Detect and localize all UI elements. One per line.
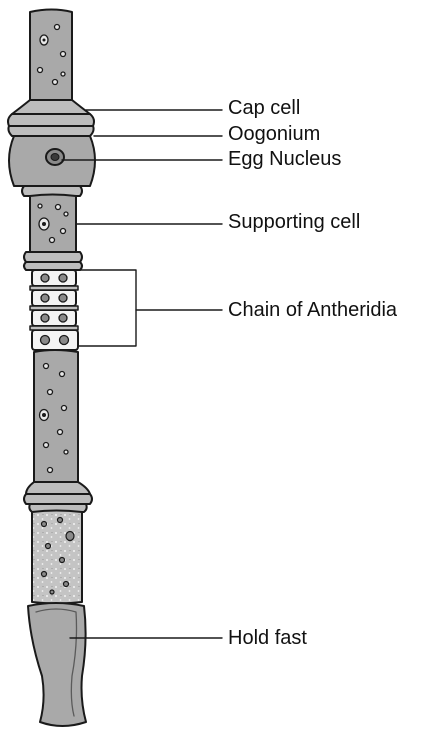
top-vegetative-cell [30,10,72,103]
label-oogonium: Oogonium [228,124,320,144]
middle-vegetative-cell [34,350,78,484]
lower-vegetative-cell [32,511,82,604]
cap-cell [8,100,94,136]
label-egg-nucleus: Egg Nucleus [228,149,341,169]
leader-lines [62,110,222,638]
lower-cell-rings [24,482,92,512]
oogonium [9,136,95,186]
hold-fast [28,603,86,726]
antheridia-chain [30,270,78,350]
label-cap-cell: Cap cell [228,98,300,118]
supporting-cell [30,195,76,254]
upper-antheridia-rings [24,252,82,270]
label-antheridia: Chain of Antheridia [228,300,397,320]
label-supporting-cell: Supporting cell [228,212,360,232]
label-hold-fast: Hold fast [228,628,307,648]
